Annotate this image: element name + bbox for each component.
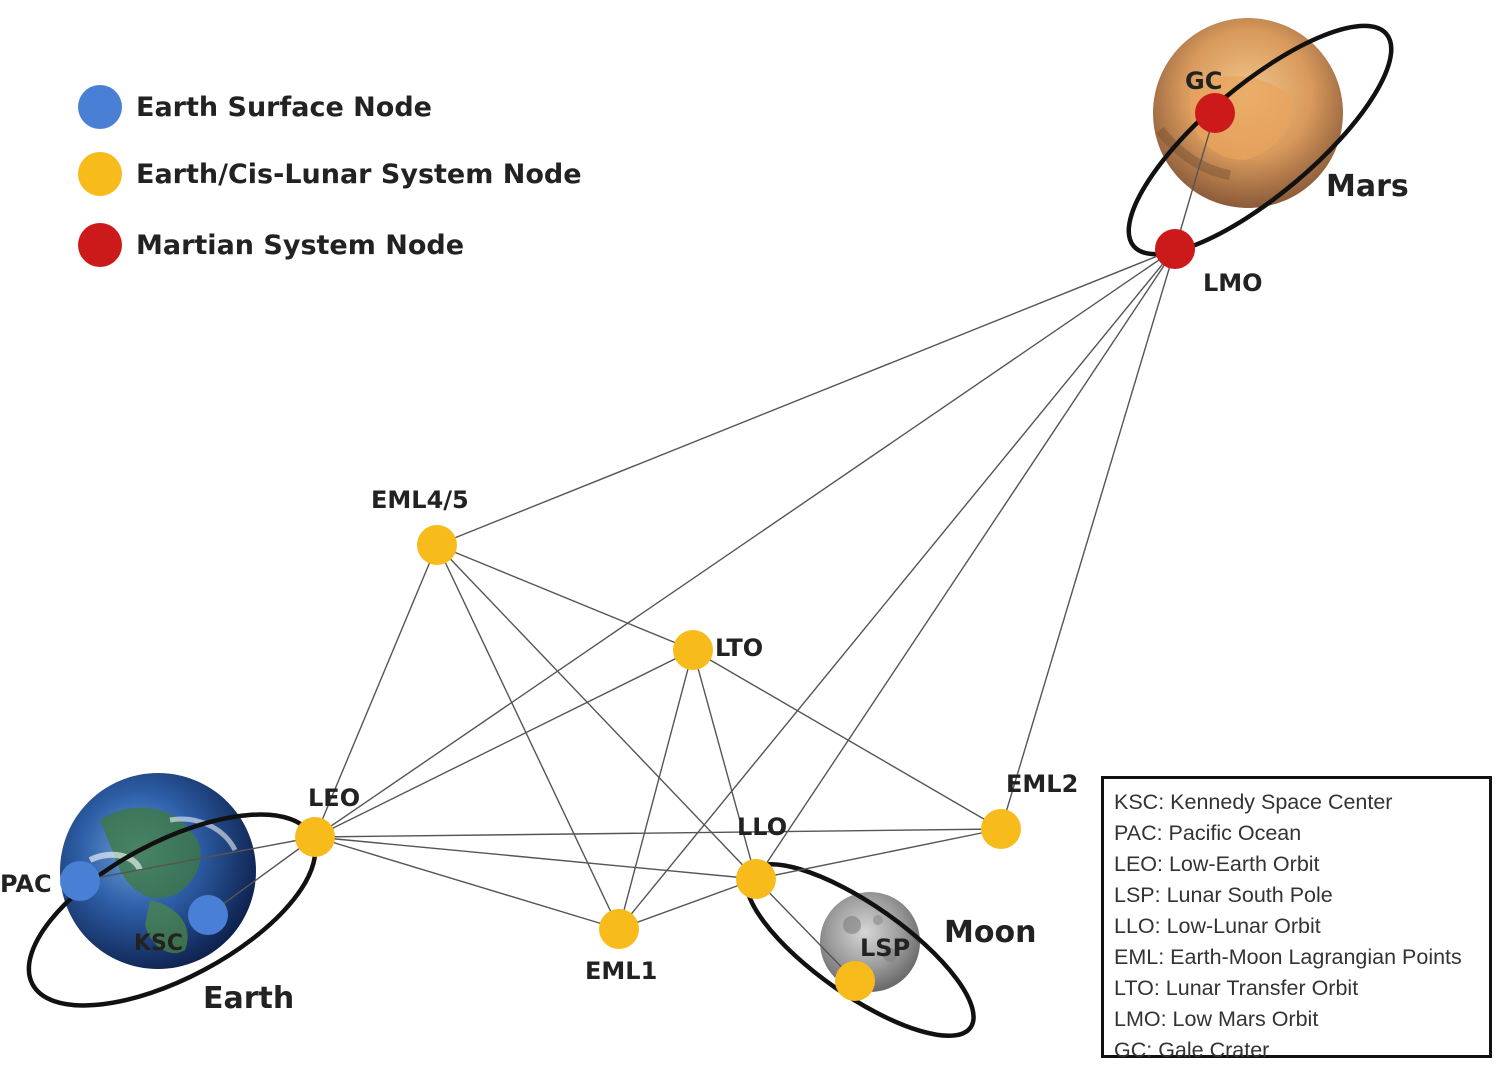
node-label-lsp: LSP: [860, 934, 910, 962]
legend-label: Earth Surface Node: [136, 91, 432, 123]
node-lto: [673, 630, 713, 670]
edge-llo-lsp: [755, 878, 856, 982]
abbreviation-item: LEO: Low-Earth Orbit: [1114, 852, 1320, 876]
edge-eml2-lmo: [1000, 248, 1176, 830]
edges: [79, 112, 1216, 982]
node-gc: [1195, 93, 1235, 133]
node-lmo: [1155, 229, 1195, 269]
legend-item-earth-surface: Earth Surface Node: [78, 85, 432, 129]
node-label-pac: PAC: [0, 870, 52, 898]
legend-dot-cislunar: [78, 152, 122, 196]
edge-eml1-llo: [618, 878, 757, 930]
body-label-earth: Earth: [203, 981, 294, 1016]
node-label-leo: LEO: [308, 784, 360, 812]
abbreviation-item: LSP: Lunar South Pole: [1114, 883, 1333, 907]
edge-llo-eml2: [755, 828, 1002, 880]
abbreviation-item: LLO: Low-Lunar Orbit: [1114, 914, 1321, 938]
edge-leo-eml1: [314, 836, 620, 930]
edge-lto-llo: [692, 649, 757, 880]
node-label-lmo: LMO: [1203, 269, 1263, 297]
node-lsp: [835, 961, 875, 1001]
edge-pac-leo: [79, 836, 316, 882]
edge-eml45-lto: [436, 544, 694, 651]
legend-dot-martian: [78, 223, 122, 267]
body-label-moon: Moon: [944, 915, 1036, 950]
abbreviation-item: KSC: Kennedy Space Center: [1114, 790, 1393, 814]
abbreviation-item: PAC: Pacific Ocean: [1114, 821, 1302, 845]
node-label-gc: GC: [1185, 67, 1222, 95]
edge-leo-lto: [314, 649, 694, 838]
legend-label: Earth/Cis-Lunar System Node: [136, 158, 582, 190]
edge-leo-llo: [314, 836, 757, 880]
legend-dot-earth-surface: [78, 85, 122, 129]
edge-llo-lmo: [755, 248, 1176, 880]
node-eml1: [599, 909, 639, 949]
legend-label: Martian System Node: [136, 229, 465, 261]
node-label-eml1: EML1: [585, 957, 657, 985]
edge-leo-eml45: [314, 544, 438, 838]
abbreviation-item: GC: Gale Crater: [1114, 1038, 1270, 1062]
node-ksc: [188, 895, 228, 935]
edge-eml45-lmo: [436, 248, 1176, 546]
edge-leo-lmo: [314, 248, 1176, 838]
node-label-llo: LLO: [737, 813, 787, 841]
node-label-eml45: EML4/5: [371, 486, 469, 514]
edge-eml45-llo: [436, 544, 757, 880]
nodes: [60, 93, 1235, 1001]
edge-lto-eml2: [692, 649, 1002, 830]
edge-ksc-leo: [207, 836, 316, 916]
abbreviation-item: EML: Earth-Moon Lagrangian Points: [1114, 945, 1462, 969]
legend-item-martian: Martian System Node: [78, 223, 464, 267]
legend-item-cislunar: Earth/Cis-Lunar System Node: [78, 152, 582, 196]
mars-planet: [1153, 18, 1343, 208]
edge-leo-eml2: [314, 828, 1002, 838]
node-llo: [736, 859, 776, 899]
node-pac: [60, 861, 100, 901]
abbreviation-box: KSC: Kennedy Space Center PAC: Pacific O…: [1101, 776, 1492, 1062]
edge-eml45-eml1: [436, 544, 620, 930]
body-label-mars: Mars: [1326, 169, 1409, 204]
abbreviation-item: LMO: Low Mars Orbit: [1114, 1007, 1319, 1031]
abbreviation-item: LTO: Lunar Transfer Orbit: [1114, 976, 1359, 1000]
edge-eml1-lmo: [618, 248, 1176, 930]
edge-lto-eml1: [618, 649, 694, 930]
node-eml2: [981, 809, 1021, 849]
edge-lmo-gc: [1174, 112, 1216, 250]
node-label-lto: LTO: [715, 634, 763, 662]
node-label-ksc: KSC: [134, 931, 183, 956]
node-leo: [295, 817, 335, 857]
node-label-eml2: EML2: [1006, 770, 1078, 798]
node-eml45: [417, 525, 457, 565]
labels: Earth Moon Mars PAC KSC LEO EML4/5 LTO E…: [0, 67, 1409, 1016]
